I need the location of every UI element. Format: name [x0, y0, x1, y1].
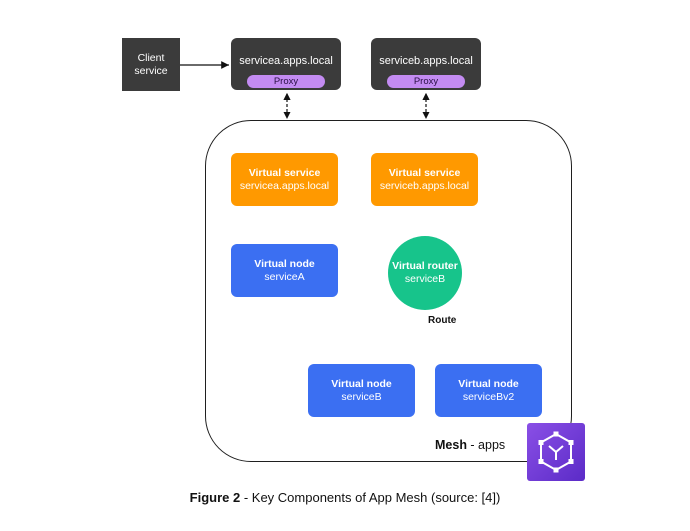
figure-caption: Figure 2 - Key Components of App Mesh (s…	[0, 490, 690, 505]
virtual-node-a-title: Virtual node	[254, 257, 315, 270]
virtual-node-bv2: Virtual node serviceBv2	[435, 364, 542, 417]
caption-figure: Figure 2	[189, 490, 241, 505]
virtual-node-bv2-name: serviceBv2	[462, 390, 515, 403]
servicea-host: servicea.apps.local	[239, 55, 333, 67]
virtual-node-b-title: Virtual node	[331, 377, 392, 390]
client-service-node: Client service	[122, 38, 180, 91]
virtual-node-b-name: serviceB	[341, 390, 382, 403]
mesh-label: Mesh - apps	[435, 438, 505, 452]
virtual-service-a-title: Virtual service	[248, 166, 321, 179]
serviceb-proxy: Proxy	[387, 75, 465, 88]
virtual-node-a: Virtual node serviceA	[231, 244, 338, 297]
route-label: Route	[428, 315, 457, 326]
client-line1: Client	[137, 51, 165, 64]
virtual-router-name: serviceB	[404, 273, 446, 285]
virtual-service-b: Virtual service serviceb.apps.local	[371, 153, 478, 206]
virtual-service-a: Virtual service servicea.apps.local	[231, 153, 338, 206]
virtual-service-a-host: servicea.apps.local	[239, 179, 330, 192]
app-mesh-icon	[527, 423, 585, 481]
serviceb-host: serviceb.apps.local	[379, 55, 473, 67]
servicea-proxy: Proxy	[247, 75, 325, 88]
virtual-service-b-title: Virtual service	[388, 166, 461, 179]
virtual-service-b-host: serviceb.apps.local	[379, 179, 470, 192]
mesh-suffix: - apps	[466, 438, 506, 452]
virtual-node-bv2-title: Virtual node	[458, 377, 519, 390]
virtual-node-a-name: serviceA	[264, 270, 305, 283]
virtual-node-b: Virtual node serviceB	[308, 364, 415, 417]
serviceb-node: serviceb.apps.local Proxy	[371, 38, 481, 90]
virtual-router-title: Virtual router	[392, 260, 458, 272]
virtual-router: Virtual router serviceB	[388, 236, 462, 310]
caption-text: - Key Components of App Mesh (source: [4…	[240, 490, 501, 505]
servicea-node: servicea.apps.local Proxy	[231, 38, 341, 90]
client-line2: service	[134, 64, 168, 77]
mesh-name: Mesh	[435, 438, 467, 452]
